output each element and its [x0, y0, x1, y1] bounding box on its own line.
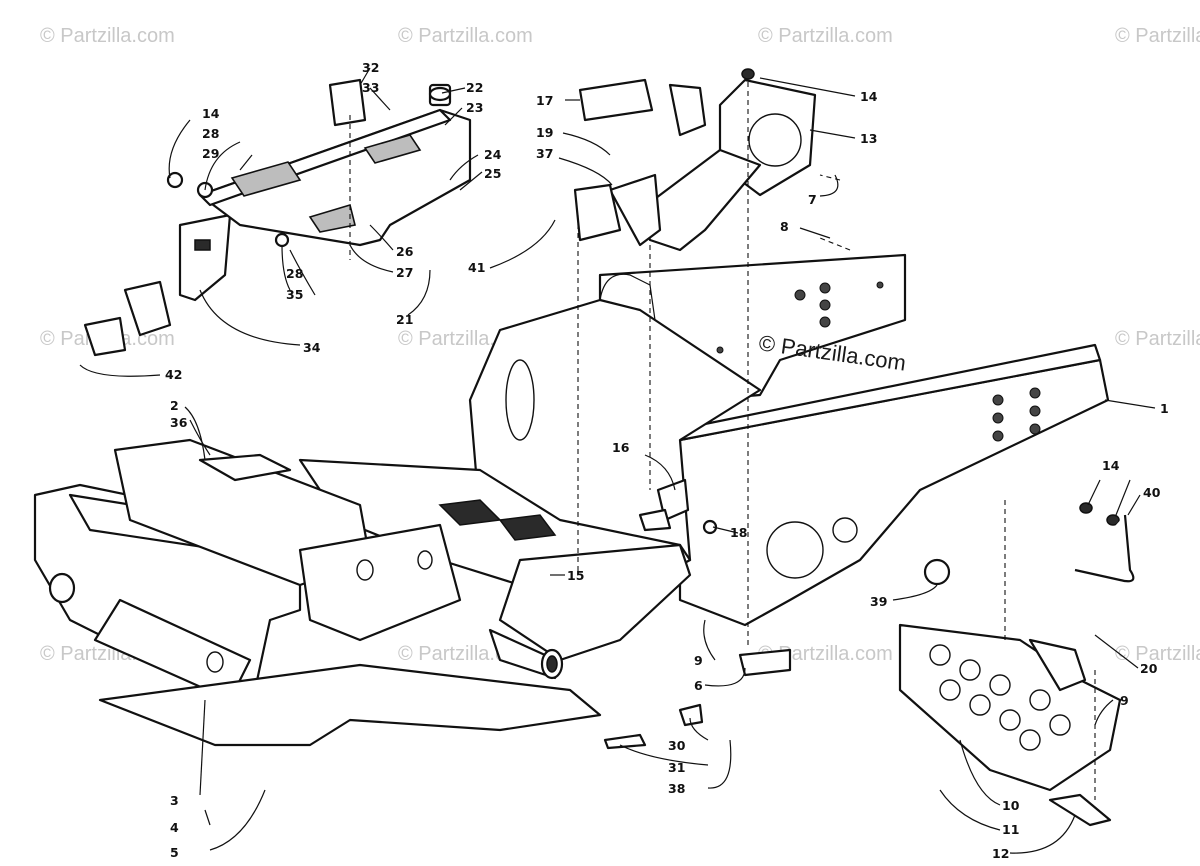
callout-38: 38 — [668, 781, 685, 796]
callout-16: 16 — [612, 440, 630, 455]
callout-15: 15 — [567, 568, 584, 583]
assembly-lines — [349, 82, 1096, 800]
watermark: © Partzilla.com — [40, 25, 175, 47]
callout-26: 26 — [396, 244, 414, 259]
callout-24: 24 — [484, 147, 502, 162]
callout-3: 3 — [170, 793, 179, 808]
part-2-chassis — [33, 298, 762, 702]
callout-21: 21 — [396, 312, 413, 327]
callout-19: 19 — [536, 125, 553, 140]
callout-28: 28 — [202, 126, 219, 141]
callout-29: 29 — [202, 146, 219, 161]
small-parts — [166, 68, 1135, 827]
callout-14: 14 — [202, 106, 220, 121]
callout-1: 1 — [1160, 401, 1169, 416]
callout-10: 10 — [1002, 798, 1020, 813]
callout-7: 7 — [808, 192, 817, 207]
callout-13: 13 — [860, 131, 877, 146]
callout-9: 9 — [1120, 693, 1129, 708]
part-10-bracket — [898, 623, 1122, 792]
part-13-steering-post — [573, 78, 817, 252]
watermark: © Partzilla.com — [1115, 643, 1200, 665]
callout-32: 32 — [362, 60, 379, 75]
callout-40: 40 — [1143, 485, 1161, 500]
callout-18: 18 — [730, 525, 747, 540]
callout-36: 36 — [170, 415, 188, 430]
frame-handle — [599, 273, 656, 321]
part-29-top-channel — [198, 78, 472, 247]
callout-14: 14 — [860, 89, 878, 104]
callout-28: 28 — [286, 266, 303, 281]
callout-4: 4 — [170, 820, 179, 835]
callout-37: 37 — [536, 146, 553, 161]
callout-20: 20 — [1140, 661, 1158, 676]
callout-17: 17 — [536, 93, 553, 108]
part-1-side-panel — [598, 253, 1110, 627]
callout-42: 42 — [165, 367, 182, 382]
callout-31: 31 — [668, 760, 685, 775]
watermark: © Partzilla.com — [1115, 25, 1200, 47]
callout-23: 23 — [466, 100, 483, 115]
callout-9: 9 — [694, 653, 703, 668]
callout-2: 2 — [170, 398, 179, 413]
leader-lines — [79, 67, 1156, 854]
callout-33: 33 — [362, 80, 379, 95]
callout-27: 27 — [396, 265, 413, 280]
part-3-belly-pan — [98, 663, 602, 747]
callout-41: 41 — [468, 260, 485, 275]
callout-8: 8 — [780, 219, 789, 234]
part-34-bracket — [83, 213, 232, 357]
watermark: © Partzilla.com — [758, 25, 893, 47]
callout-22: 22 — [466, 80, 483, 95]
watermark: © Partzilla.com — [758, 643, 893, 665]
watermark: © Partzilla.com — [398, 25, 533, 47]
callout-6: 6 — [694, 678, 703, 693]
cross-tube — [488, 628, 564, 680]
callout-11: 11 — [1002, 822, 1019, 837]
callout-39: 39 — [870, 594, 887, 609]
watermark: © Partzilla.com — [1115, 328, 1200, 350]
callout-5: 5 — [170, 845, 179, 860]
callout-labels: 1 2 3 4 5 6 7 8 9 9 10 11 12 13 14 14 14… — [165, 60, 1169, 861]
callout-35: 35 — [286, 287, 303, 302]
callout-34: 34 — [303, 340, 321, 355]
callout-12: 12 — [992, 846, 1009, 861]
callout-25: 25 — [484, 166, 501, 181]
callout-14: 14 — [1102, 458, 1120, 473]
callout-30: 30 — [668, 738, 686, 753]
